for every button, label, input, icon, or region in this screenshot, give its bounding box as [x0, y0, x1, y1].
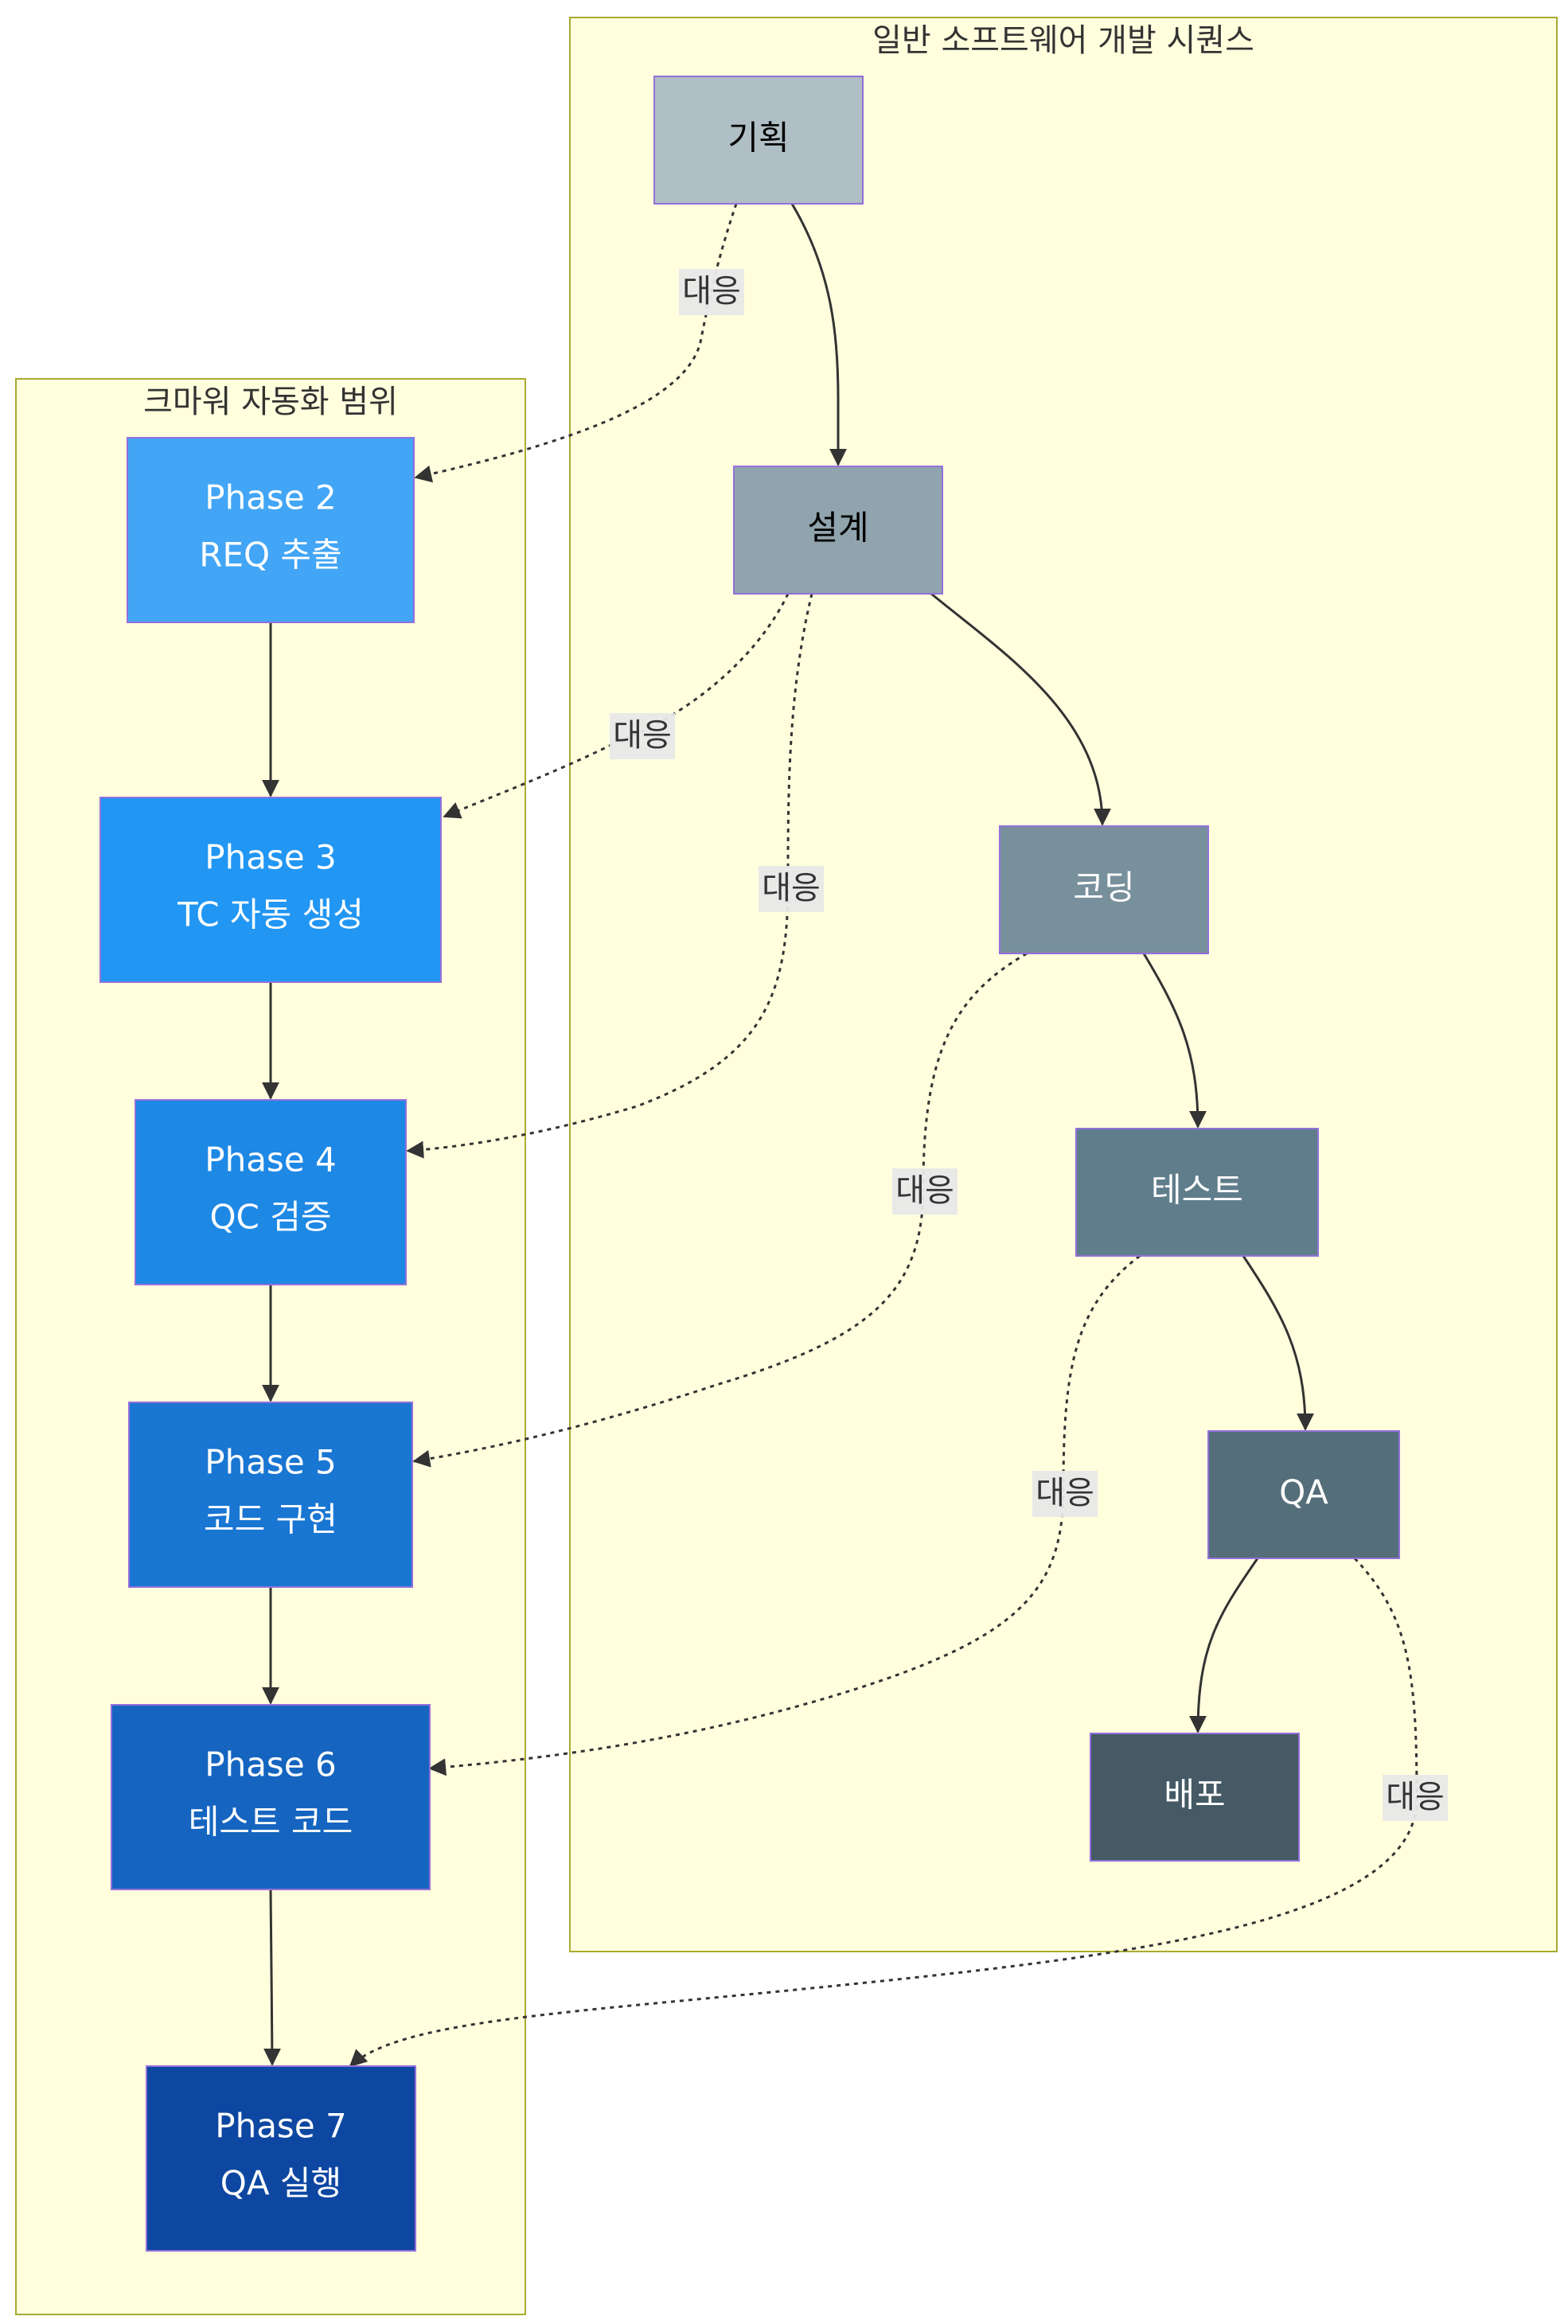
edge-label-test-phase6: 대응: [1032, 1471, 1098, 1517]
node-phase4-title: Phase 4: [205, 1141, 336, 1180]
node-phase6-desc: 테스트 코드: [189, 1803, 353, 1842]
edge-phase6-to-phase7: [263, 1889, 281, 2066]
node-phase7-title: Phase 7: [215, 2107, 346, 2146]
node-qa: QA: [1207, 1430, 1400, 1559]
node-phase5-title: Phase 5: [205, 1443, 336, 1482]
svg-text:대응: 대응: [1386, 1779, 1445, 1815]
edge-label-qa-phase7: 대응: [1383, 1775, 1448, 1821]
edge-coding-to-test: [1142, 953, 1207, 1129]
node-phase3-title: Phase 3: [205, 838, 336, 877]
node-design: 설계: [733, 466, 943, 595]
node-coding: 코딩: [999, 825, 1209, 954]
edge-label-design-phase3: 대응: [610, 713, 675, 759]
svg-text:대응: 대응: [762, 870, 821, 907]
edge-plan-to-design: [790, 203, 847, 466]
node-test-label: 테스트: [1151, 1171, 1243, 1210]
node-phase6-title: Phase 6: [205, 1745, 336, 1784]
automation-phase-edges: [262, 622, 281, 2066]
mapping-edge-labels: 대응 대응 대응 대응 대응 대응: [610, 269, 1448, 1821]
svg-text:대응: 대응: [895, 1172, 954, 1209]
node-coding-label: 코딩: [1073, 868, 1134, 907]
node-deploy-label: 배포: [1164, 1776, 1225, 1815]
edge-design-to-coding: [930, 592, 1111, 826]
node-phase3-desc: TC 자동 생성: [177, 895, 364, 934]
edge-label-coding-phase5: 대응: [892, 1168, 958, 1215]
general-sequence-edges: [790, 203, 1314, 1733]
cluster-automation-title: 크마워 자동화 범위: [143, 384, 398, 420]
node-phase5: Phase 5 코드 구현: [128, 1402, 413, 1588]
node-plan: 기획: [653, 76, 864, 205]
edge-test-to-qa: [1242, 1255, 1314, 1431]
mapping-edges: [349, 203, 1418, 2068]
node-phase4-desc: QC 검증: [209, 1198, 331, 1237]
edge-label-design-phase4: 대응: [759, 866, 824, 912]
node-plan-label: 기획: [727, 119, 789, 158]
node-phase2-title: Phase 2: [205, 478, 336, 517]
node-phase2-desc: REQ 추출: [199, 536, 341, 575]
node-qa-label: QA: [1279, 1473, 1328, 1512]
node-phase7-desc: QA 실행: [220, 2164, 341, 2203]
edge-plan-to-phase2: [414, 203, 738, 483]
node-phase2: Phase 2 REQ 추출: [127, 437, 415, 623]
svg-text:대응: 대응: [682, 273, 741, 310]
cluster-general-sequence: 일반 소프트웨어 개발 시퀀스: [569, 17, 1558, 1952]
edge-design-to-phase3: [443, 593, 790, 819]
node-deploy: 배포: [1090, 1733, 1300, 1862]
node-design-label: 설계: [807, 509, 868, 548]
node-phase7: Phase 7 QA 실행: [146, 2065, 416, 2252]
node-test: 테스트: [1075, 1128, 1319, 1257]
edge-label-plan-phase2: 대응: [679, 269, 744, 315]
node-phase6: Phase 6 테스트 코드: [111, 1704, 431, 1890]
cluster-general-title: 일반 소프트웨어 개발 시퀀스: [872, 22, 1254, 59]
edge-qa-to-deploy: [1189, 1558, 1259, 1733]
node-phase5-desc: 코드 구현: [204, 1500, 337, 1539]
node-phase4: Phase 4 QC 검증: [135, 1099, 407, 1285]
svg-text:대응: 대응: [613, 717, 672, 754]
node-phase3: Phase 3 TC 자동 생성: [99, 797, 442, 983]
svg-text:대응: 대응: [1036, 1475, 1094, 1511]
edge-test-to-phase6: [428, 1254, 1141, 1776]
